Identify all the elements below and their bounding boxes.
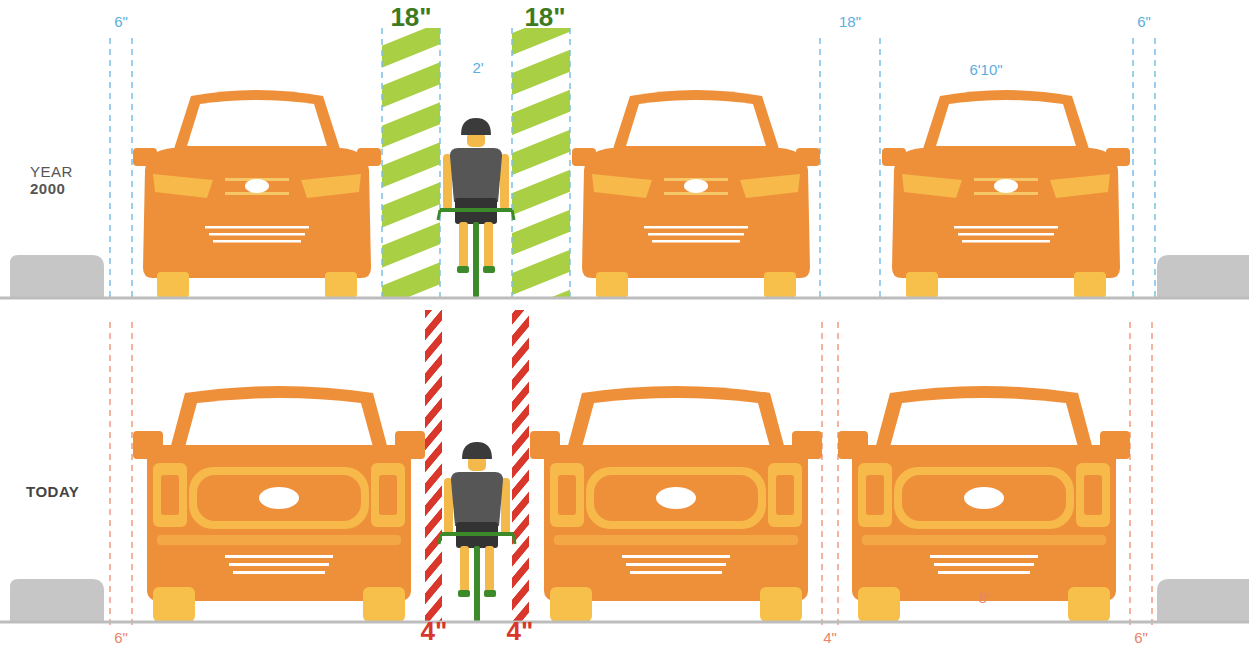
guide-line bbox=[1132, 38, 1134, 298]
pickup-truck bbox=[530, 386, 822, 622]
guide-line bbox=[109, 322, 111, 628]
dimension-label: 6" bbox=[114, 13, 128, 30]
guide-line bbox=[131, 38, 133, 298]
road-surface bbox=[0, 621, 1249, 624]
guide-line bbox=[1154, 38, 1156, 298]
row-label: YEAR 2000 bbox=[30, 163, 80, 198]
dimension-label: 8' bbox=[978, 589, 989, 606]
sedan-car bbox=[133, 90, 381, 298]
guide-line bbox=[1151, 322, 1153, 628]
sedan-car bbox=[882, 90, 1130, 298]
buffer-band bbox=[512, 310, 529, 622]
guide-line bbox=[131, 322, 133, 628]
buffer-band bbox=[425, 310, 442, 622]
curb bbox=[10, 579, 104, 622]
curb bbox=[1157, 579, 1249, 622]
buffer-dimension: 4" bbox=[421, 617, 448, 647]
dimension-label: 6'10" bbox=[969, 61, 1002, 78]
curb bbox=[1157, 255, 1249, 298]
dimension-label: 4" bbox=[823, 629, 837, 646]
buffer-dimension: 18" bbox=[390, 3, 431, 33]
guide-line bbox=[821, 322, 823, 628]
buffer-band bbox=[382, 28, 440, 298]
guide-line bbox=[1129, 322, 1131, 628]
dimension-label: 18" bbox=[839, 13, 861, 30]
pickup-truck bbox=[133, 386, 425, 622]
guide-line bbox=[439, 28, 441, 298]
pickup-truck bbox=[838, 386, 1130, 622]
guide-line bbox=[511, 28, 513, 298]
road-surface bbox=[0, 297, 1249, 300]
dimension-label: 6" bbox=[1134, 629, 1148, 646]
row-label: TODAY bbox=[26, 483, 79, 500]
dimension-guides bbox=[110, 322, 1152, 628]
buffer-dimension: 18" bbox=[524, 3, 565, 33]
guide-line bbox=[109, 38, 111, 298]
guide-line bbox=[819, 38, 821, 298]
sedan-car bbox=[572, 90, 820, 298]
dimension-label: 2' bbox=[472, 59, 483, 76]
buffer-dimension: 4" bbox=[507, 617, 534, 647]
dimension-label: 6" bbox=[1137, 13, 1151, 30]
dimension-guides bbox=[110, 28, 1155, 298]
guide-line bbox=[381, 28, 383, 298]
curb bbox=[10, 255, 104, 298]
guide-line bbox=[569, 28, 571, 298]
buffer-band bbox=[512, 28, 570, 298]
guide-line bbox=[879, 38, 881, 298]
dimension-label: 6" bbox=[114, 629, 128, 646]
guide-line bbox=[837, 322, 839, 628]
cyclist bbox=[438, 118, 514, 298]
cyclist bbox=[439, 442, 515, 622]
